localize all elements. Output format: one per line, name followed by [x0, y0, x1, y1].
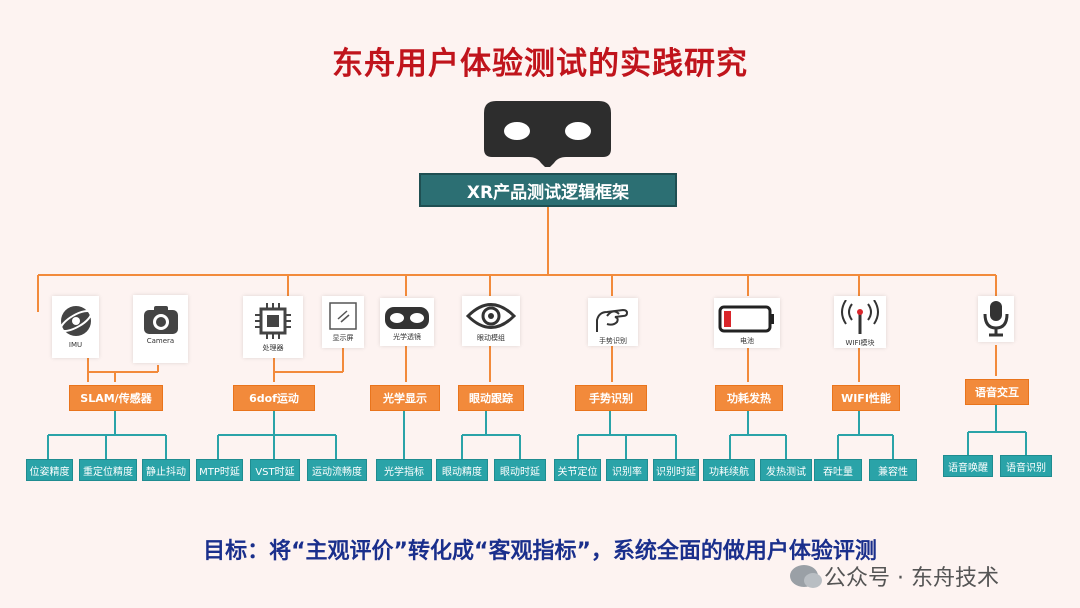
microphone-icon — [983, 301, 1009, 337]
hand-card: 手势识别 — [588, 298, 638, 346]
leaf-throughput: 吞吐量 — [814, 459, 862, 481]
imu-caption: IMU — [68, 341, 83, 349]
camera-caption: Camera — [146, 337, 175, 345]
eye-icon — [466, 303, 516, 329]
leaf-compatibility: 兼容性 — [869, 459, 917, 481]
optics-card: 光学透镜 — [380, 298, 434, 346]
leaf-joint-positioning: 关节定位 — [554, 459, 601, 481]
wechat-icon — [790, 565, 822, 588]
display-card: 显示屏 — [322, 296, 364, 348]
mic-card — [978, 296, 1014, 342]
wifi-caption: WIFI模块 — [845, 339, 875, 347]
chip-icon — [255, 303, 291, 339]
leaf-voice-wakeup: 语音唤醒 — [943, 455, 993, 477]
watermark-text: 公众号 · 东舟技术 — [824, 566, 999, 591]
battery-card: 电池 — [714, 298, 780, 348]
leaf-eye-latency: 眼动时延 — [494, 459, 546, 481]
page-title: 东舟用户体验测试的实践研究 — [332, 46, 748, 82]
camera-card: Camera — [133, 295, 188, 363]
optics-caption: 光学透镜 — [393, 333, 421, 341]
imu-icon — [59, 306, 92, 336]
leaf-recognition-latency: 识别时延 — [653, 459, 699, 481]
battery-icon — [718, 305, 774, 333]
leaf-recognition-rate: 识别率 — [606, 459, 648, 481]
vr-glasses-icon — [385, 307, 429, 329]
leaf-eye-accuracy: 眼动精度 — [436, 459, 488, 481]
eye-caption: 眼动模组 — [477, 334, 505, 342]
category-power: 功耗发热 — [715, 385, 783, 411]
category-slam: SLAM/传感器 — [69, 385, 163, 411]
camera-icon — [143, 306, 178, 334]
goal-statement: 目标：将“主观评价”转化成“客观指标”，系统全面的做用户体验评测 — [203, 539, 877, 564]
leaf-relocalization: 重定位精度 — [79, 459, 137, 481]
chip-card: 处理器 — [243, 296, 303, 358]
category-gesture: 手势识别 — [575, 385, 647, 411]
leaf-pose-accuracy: 位姿精度 — [26, 459, 73, 481]
wifi-antenna-icon — [841, 300, 879, 334]
vr-headset-icon — [484, 101, 611, 167]
battery-caption: 电池 — [740, 337, 754, 345]
leaf-battery-life: 功耗续航 — [703, 459, 755, 481]
leaf-voice-recognition: 语音识别 — [1000, 455, 1052, 477]
hand-icon — [596, 308, 629, 332]
category-eye-tracking: 眼动跟踪 — [458, 385, 524, 411]
wechat-watermark: 公众号 · 东舟技术 — [790, 560, 999, 592]
category-optics: 光学显示 — [370, 385, 440, 411]
framework-hub: XR产品测试逻辑框架 — [419, 173, 677, 207]
imu-card: IMU — [52, 296, 99, 358]
leaf-vst-latency: VST时延 — [250, 459, 300, 481]
category-voice: 语音交互 — [965, 379, 1029, 405]
leaf-mtp-latency: MTP时延 — [196, 459, 243, 481]
display-caption: 显示屏 — [332, 334, 354, 342]
leaf-motion-smoothness: 运动流畅度 — [307, 459, 367, 481]
eye-card: 眼动模组 — [462, 296, 520, 346]
wifi-card: WIFI模块 — [834, 296, 886, 348]
leaf-optical-metrics: 光学指标 — [376, 459, 432, 481]
chip-caption: 处理器 — [262, 344, 284, 352]
category-6dof: 6dof运动 — [233, 385, 315, 411]
display-icon — [329, 302, 357, 330]
leaf-static-jitter: 静止抖动 — [142, 459, 190, 481]
leaf-thermal-test: 发热测试 — [760, 459, 812, 481]
category-wifi: WIFI性能 — [832, 385, 900, 411]
hand-caption: 手势识别 — [599, 337, 627, 345]
